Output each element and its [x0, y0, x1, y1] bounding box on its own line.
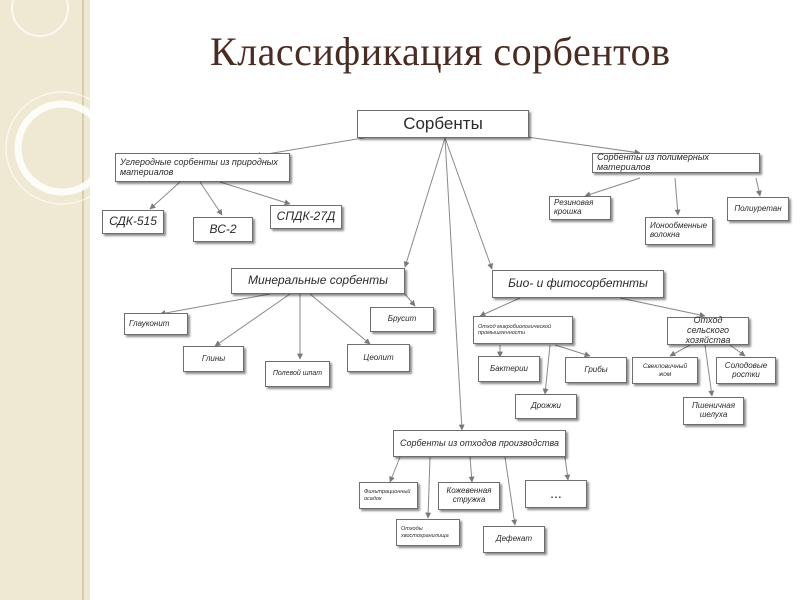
node-beet-pulp: Свекловичный жом [632, 357, 698, 384]
node-ion-exchange-fibers: Ионообменные волокна [645, 217, 713, 245]
node-wheat-husk: Пшеничная шелуха [683, 397, 744, 425]
node-polyurethane: Полиуретан [727, 197, 789, 221]
node-polymer-sorbents: Сорбенты из полимерных материалов [592, 153, 760, 173]
node-carbon-sorbents: Углеродные сорбенты из природных материа… [115, 153, 290, 182]
node-microbiological-waste: Отход микробиологической промышленности [473, 316, 573, 344]
node-tailings-waste: Отходы хвостохранилища [396, 519, 460, 546]
node-fungi: Грибы [565, 357, 627, 383]
node-bacteria: Бактерии [478, 356, 540, 382]
node-ellipsis: ... [525, 480, 587, 508]
node-zeolite: Цеолит [347, 344, 410, 372]
node-yeast: Дрожжи [515, 394, 577, 419]
node-malt-sprouts: Солодовые ростки [716, 357, 776, 384]
node-leather-shavings: Кожевенная стружка [438, 482, 500, 510]
node-brucite: Брусит [370, 307, 434, 332]
node-feldspar: Полевой шпат [265, 361, 330, 387]
node-bio-phytosorbents: Био- и фитосорбетнты [492, 270, 664, 298]
node-production-waste-sorbents: Сорбенты из отходов производства [393, 430, 566, 457]
node-vs-2: ВС-2 [193, 217, 253, 242]
node-glauconite: Глауконит [124, 313, 188, 335]
node-clays: Глины [183, 346, 244, 372]
node-agricultural-waste: Отход сельского хозяйства [667, 317, 749, 345]
node-sdk-515: СДК-515 [102, 210, 164, 234]
node-sorbents: Сорбенты [357, 110, 529, 138]
node-mineral-sorbents: Минеральные сорбенты [231, 268, 405, 294]
node-rubber-crumb: Резиновая крошка [549, 196, 611, 220]
node-spdk-27d: СПДК-27Д [270, 205, 342, 229]
node-filter-sediment: Фильтрационный осадок [359, 482, 418, 509]
node-defecate: Дефекат [483, 526, 545, 553]
